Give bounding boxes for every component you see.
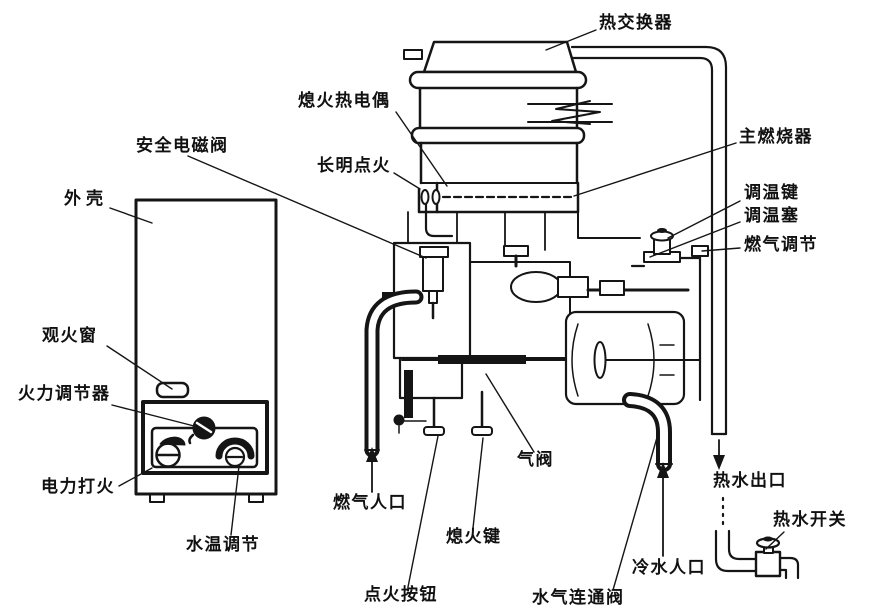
- label-water-temp-adjust: 水温调节: [186, 535, 260, 554]
- shell-foot-right: [248, 493, 264, 503]
- fire-regulator-knob: [188, 416, 216, 445]
- gas-inlet-arrow: [366, 447, 378, 493]
- label-gas-inlet: 燃气人口: [333, 493, 407, 512]
- hot-water-switch-shape: [714, 529, 800, 580]
- heating-coil-symbol: [527, 100, 613, 125]
- shell-foot-left: [149, 493, 165, 503]
- label-gas-adjust: 燃气调节: [744, 235, 818, 254]
- hot-water-arrow: [713, 439, 725, 470]
- burner-right-frame: [577, 211, 641, 239]
- ignition-button-shape: [423, 396, 445, 436]
- label-hot-water-switch: 热水开关: [773, 510, 847, 529]
- temp-plug-shape: [643, 228, 681, 263]
- leader-heat-exchanger: [545, 29, 597, 51]
- cold-water-elbow: [622, 392, 673, 472]
- cold-water-arrow: [657, 462, 669, 557]
- label-temp-adjust-key: 调温键: [744, 183, 800, 202]
- label-hot-water-outlet: 热水出口: [713, 471, 787, 490]
- leader-hot-water-switch: [765, 531, 785, 550]
- label-temp-adjust-plug: 调温塞: [744, 206, 800, 225]
- label-ignition-button: 点火按钮: [364, 585, 438, 604]
- label-safety-solenoid-valve: 安全电磁阀: [136, 136, 229, 155]
- electric-ignition-knob: [155, 436, 186, 468]
- label-flameout-thermocouple: 熄火热电偶: [298, 91, 391, 110]
- water-temp-knob: [215, 437, 255, 468]
- valve-assembly-drawing: [364, 228, 709, 472]
- gas-adjust-screw: [691, 245, 709, 257]
- control-panel: [141, 400, 269, 475]
- label-fire-regulator: 火力调节器: [18, 384, 111, 403]
- leader-temp-plug: [649, 221, 741, 258]
- leader-water-temp: [230, 465, 240, 536]
- flameout-button-shape: [471, 390, 493, 436]
- leader-fire-regulator: [111, 404, 199, 428]
- label-gas-valve: 气阀: [517, 450, 554, 469]
- leader-main-burner: [573, 142, 737, 197]
- leader-lines: [106, 29, 785, 591]
- burner-risers: [407, 211, 546, 251]
- leader-gas-valve: [485, 373, 535, 453]
- main-burner-drawing: [407, 181, 641, 251]
- label-cold-water-inlet: 冷水人口: [632, 558, 706, 577]
- leader-electric-ignition: [118, 467, 153, 487]
- outer-shell-drawing: [134, 198, 278, 503]
- label-main-burner: 主燃烧器: [739, 127, 813, 146]
- leader-flameout-key: [472, 437, 484, 529]
- leader-flameout-thermocouple: [395, 111, 448, 187]
- leader-ignition-button: [407, 435, 439, 588]
- leader-safety-solenoid: [187, 155, 427, 259]
- label-water-gas-linkage-valve: 水气连通阀: [532, 588, 625, 607]
- venturi-mixer: [503, 245, 690, 303]
- leader-pilot-light: [393, 172, 421, 190]
- leader-flame-window: [106, 345, 173, 390]
- leader-gas-adjust: [701, 247, 741, 252]
- label-outer-shell: 外壳: [64, 189, 108, 208]
- pilot-light-shape: [417, 187, 454, 238]
- water-gas-valve-shape: [564, 310, 686, 406]
- label-electric-ignition: 电力打火: [41, 477, 115, 496]
- leader-temp-key: [667, 200, 741, 239]
- label-heat-exchanger: 热交换器: [599, 13, 673, 32]
- safety-solenoid-shape: [419, 246, 449, 320]
- flame-window-shape: [155, 381, 190, 399]
- leader-outer-shell: [109, 207, 153, 224]
- hot-water-pipe-drawing: [570, 45, 800, 580]
- leader-water-gas-valve: [612, 433, 659, 591]
- flow-arrows: [366, 439, 725, 557]
- vent-stub: [403, 49, 423, 60]
- heat-exchanger-drawing: [403, 40, 613, 185]
- label-flameout-key: 熄火键: [446, 527, 502, 546]
- label-flame-window: 观火窗: [42, 326, 98, 345]
- label-pilot-light: 长明点火: [317, 156, 391, 175]
